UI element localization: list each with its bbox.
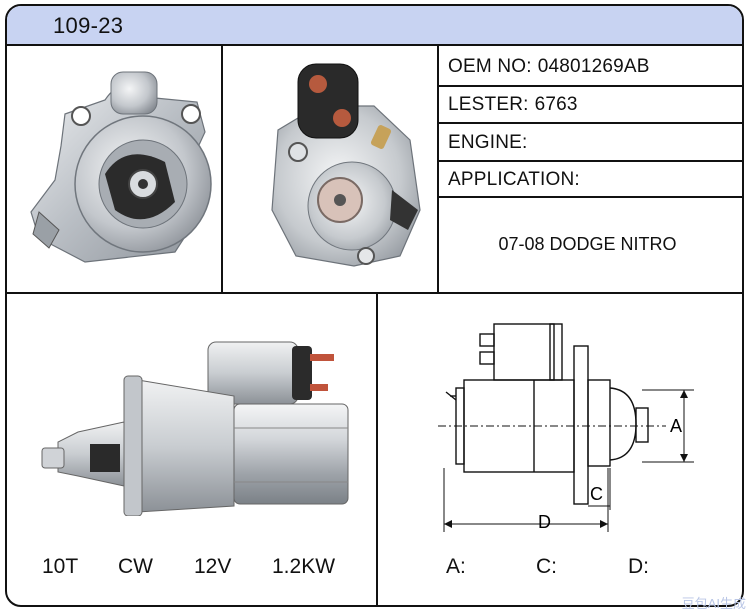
oem-value: 04801269AB bbox=[537, 56, 650, 77]
divider-middle bbox=[5, 292, 744, 294]
header-bar: 109-23 bbox=[7, 6, 742, 46]
diagram-label-a: A bbox=[670, 416, 682, 436]
starter-rear-image bbox=[271, 63, 421, 267]
watermark-text: 豆包AI生成 bbox=[681, 596, 746, 611]
diagram-label-d: D bbox=[538, 512, 551, 532]
voltage-value: 12V bbox=[194, 555, 232, 578]
engine-label: ENGINE: bbox=[448, 132, 528, 153]
diagram-flange bbox=[573, 345, 589, 505]
oem-label: OEM NO: bbox=[448, 56, 532, 77]
divider-bottom bbox=[376, 292, 378, 607]
dimension-diagram: A C D bbox=[438, 323, 694, 532]
lester-value: 6763 bbox=[534, 94, 578, 115]
rotation-value: CW bbox=[118, 555, 153, 578]
dimension-d-label: D: bbox=[628, 555, 649, 578]
lester-row: LESTER:6763 bbox=[448, 94, 578, 116]
dimension-a-label: A: bbox=[446, 555, 466, 578]
divider-spec-4 bbox=[437, 196, 744, 198]
application-value: 07-08 DODGE NITRO bbox=[498, 234, 677, 254]
divider-spec-2 bbox=[437, 122, 744, 124]
power-value: 1.2KW bbox=[272, 555, 336, 578]
application-label: APPLICATION: bbox=[448, 169, 580, 190]
diagram-label-c: C bbox=[590, 484, 603, 504]
divider-top-left bbox=[221, 44, 223, 294]
teeth-value: 10T bbox=[42, 555, 79, 578]
part-number-title: 109-23 bbox=[53, 13, 124, 38]
starter-front-image bbox=[30, 71, 212, 263]
dimension-c-label: C: bbox=[536, 555, 557, 578]
lester-label: LESTER: bbox=[448, 94, 529, 115]
diagram-solenoid bbox=[493, 323, 555, 381]
oem-row: OEM NO:04801269AB bbox=[448, 56, 650, 78]
starter-side-image bbox=[41, 341, 349, 516]
engine-row: ENGINE: bbox=[448, 132, 528, 154]
divider-top-right bbox=[437, 44, 439, 294]
application-row: APPLICATION: bbox=[448, 169, 580, 191]
divider-spec-1 bbox=[437, 85, 744, 87]
divider-spec-3 bbox=[437, 160, 744, 162]
